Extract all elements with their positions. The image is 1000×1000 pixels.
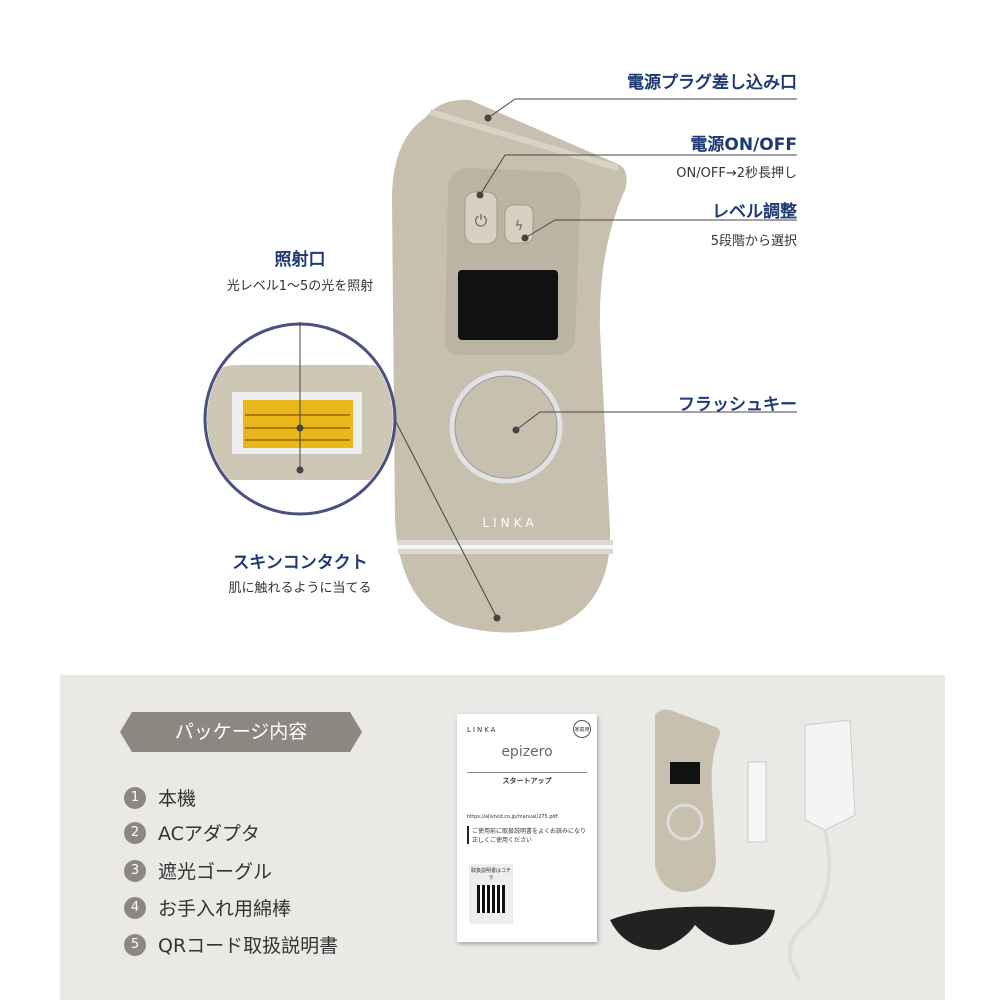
callout-level-desc: 5段階から選択 — [710, 234, 797, 249]
device-brand: LINKA — [482, 516, 537, 530]
callout-window-title: 照射口 — [274, 250, 326, 270]
callout-power-title: 電源ON/OFF — [690, 135, 797, 155]
callout-window-desc: 光レベル1〜5の光を照射 — [226, 279, 374, 294]
svg-text:ϟ: ϟ — [515, 219, 524, 234]
level-button — [504, 204, 534, 244]
flash-key — [449, 370, 563, 484]
qr-code — [477, 885, 505, 913]
svg-text:⏻: ⏻ — [475, 211, 488, 230]
qr-manual-card: LINKA 家庭用 epizero スタートアップ https://aliviv… — [457, 714, 597, 942]
callout-skin-title: スキンコンタクト — [232, 553, 368, 573]
callout-skin-desc: 肌に触れるように当てる — [228, 581, 372, 596]
display-screen — [458, 270, 558, 340]
cotton-swabs — [747, 761, 767, 843]
callout-power-desc: ON/OFF→2秒長押し — [676, 166, 797, 181]
callout-level-title: レベル調整 — [712, 202, 797, 222]
device-illustration: ⏻ ϟ LINKA — [203, 98, 797, 633]
goggles — [610, 906, 775, 950]
device-thumbnail — [655, 709, 720, 892]
callout-flash-title: フラッシュキー — [678, 395, 797, 415]
callout-plug-title: 電源プラグ差し込み口 — [627, 73, 797, 93]
accessories-illustration — [610, 709, 856, 982]
ac-adapter — [804, 719, 856, 831]
package-title: パッケージ内容 — [120, 712, 362, 752]
